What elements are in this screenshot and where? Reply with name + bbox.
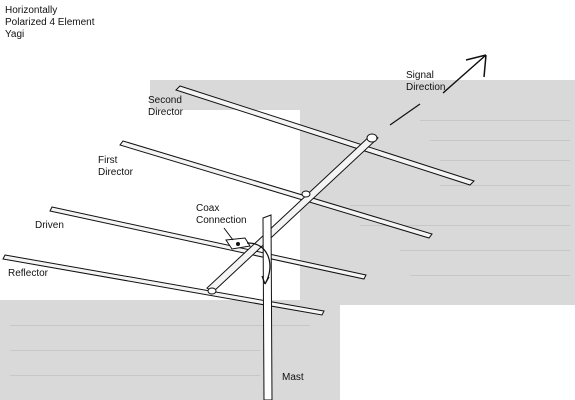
background-scan-right — [300, 95, 575, 305]
signal-direction-arrow — [442, 54, 487, 94]
label-reflector: Reflector — [8, 268, 49, 279]
signal-direction-line — [389, 103, 421, 126]
label-mast: Mast — [282, 372, 304, 383]
first-director-element — [119, 140, 433, 239]
label-second-director: Second Director — [148, 95, 184, 118]
label-signal-direction: Signal Direction — [406, 70, 446, 93]
second-director-element — [175, 85, 475, 186]
diagram-title: Horizontally Polarized 4 Element Yagi — [5, 5, 95, 40]
coax-pointer-line — [223, 227, 234, 241]
clamp-reflector — [207, 287, 217, 295]
label-coax-connection: Coax Connection — [196, 203, 247, 226]
label-driven: Driven — [35, 220, 64, 231]
driven-element — [49, 206, 367, 280]
clamp-first-director — [301, 190, 311, 198]
reflector-element — [2, 254, 325, 316]
mast — [262, 214, 273, 400]
clamp-second-director — [366, 133, 378, 143]
label-first-director: First Director — [98, 155, 134, 178]
